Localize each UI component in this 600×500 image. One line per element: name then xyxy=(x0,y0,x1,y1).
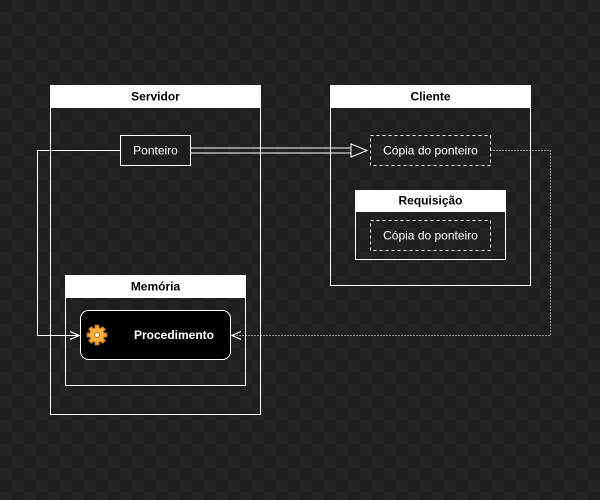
cliente-container[interactable]: Cliente xyxy=(330,85,531,286)
edge-copia-to-procedimento[interactable] xyxy=(232,150,551,336)
cliente-header xyxy=(330,85,531,108)
servidor-container[interactable]: Servidor xyxy=(50,85,261,415)
memoria-container[interactable]: Memória xyxy=(65,275,246,386)
edge-ponteiro-to-copia[interactable] xyxy=(190,143,369,158)
servidor-title: Servidor xyxy=(131,90,180,104)
procedimento-node[interactable]: Procedimento xyxy=(80,310,231,360)
edge-ponteiro-to-procedimento[interactable] xyxy=(37,150,121,336)
servidor-header xyxy=(50,85,261,108)
ponteiro-node[interactable]: Ponteiro xyxy=(120,135,191,166)
gear-icon xyxy=(86,324,108,346)
procedimento-label: Procedimento xyxy=(134,328,214,342)
copia-ponteiro-requisicao-node[interactable] xyxy=(370,220,491,251)
requisicao-header xyxy=(355,190,506,212)
memoria-title: Memória xyxy=(131,280,181,294)
memoria-header xyxy=(65,275,246,298)
copia-ponteiro-requisicao-label: Cópia do ponteiro xyxy=(383,229,478,243)
requisicao-title: Requisição xyxy=(398,194,462,208)
copia-ponteiro-cliente-node[interactable]: Cópia do ponteiro xyxy=(370,135,491,166)
ponteiro-label: Ponteiro xyxy=(133,144,178,158)
cliente-title: Cliente xyxy=(410,90,450,104)
copia-ponteiro-cliente-label: Cópia do ponteiro xyxy=(383,144,478,158)
requisicao-container[interactable]: Requisição Cópia do ponteiro xyxy=(355,190,506,260)
